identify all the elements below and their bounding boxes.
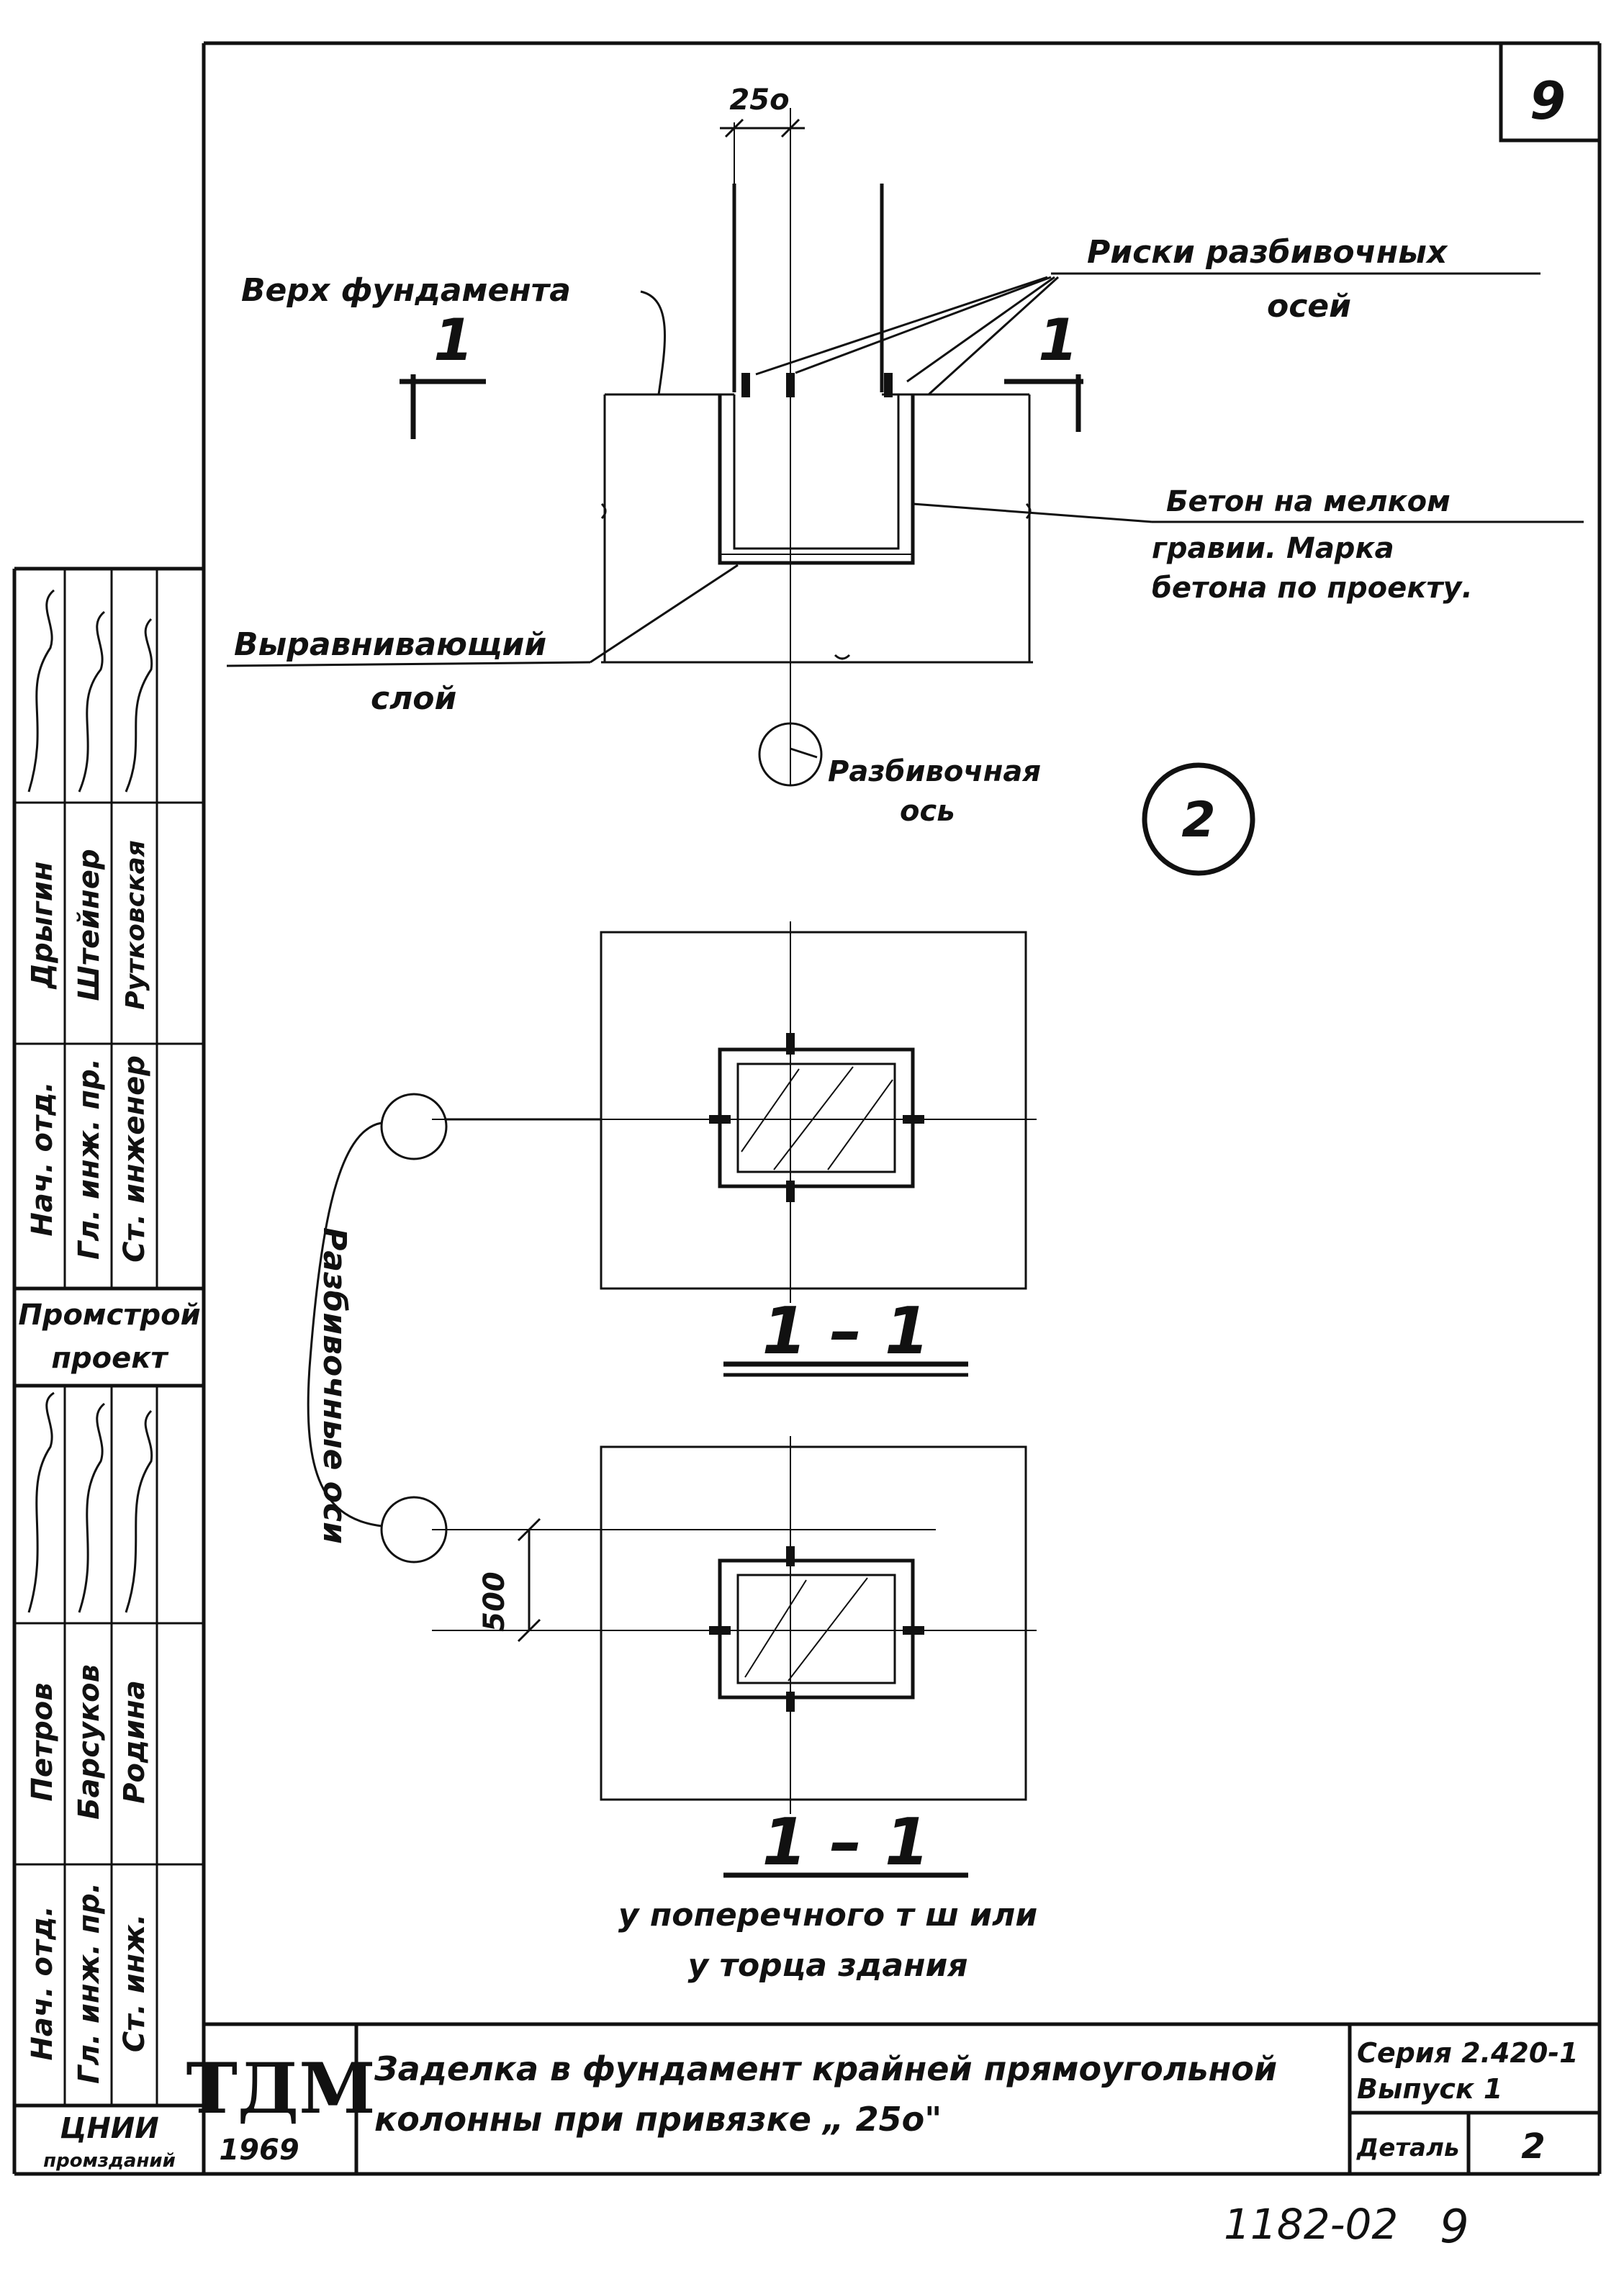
stamp-row1-role: Нач. отд. bbox=[26, 1081, 59, 1236]
stamp-org2-line2: промзданий bbox=[43, 2150, 176, 2172]
elevation-drawing bbox=[226, 108, 1584, 876]
stamp-row4-name: Петров bbox=[26, 1682, 59, 1801]
stamp-row5-name: Барсуков bbox=[73, 1664, 106, 1820]
stamp-row5-role: Гл. инж. пр. bbox=[73, 1882, 106, 2084]
bottom-code: 1182-02 bbox=[1224, 2200, 1398, 2249]
stamp-org2-line1: ЦНИИ bbox=[60, 2112, 159, 2145]
label-setting-out-axis-2: ось bbox=[900, 795, 955, 828]
stamp-row2-name: Штейнер bbox=[73, 849, 106, 1001]
left-stamp-frame bbox=[12, 567, 204, 2176]
title-block-frame bbox=[202, 2024, 1602, 2176]
dim-250-label: 25о bbox=[729, 84, 789, 117]
section-2-title: 1 – 1 bbox=[762, 1805, 930, 1880]
stamp-row4-role: Нач. отд. bbox=[26, 1905, 59, 2060]
label-setting-out-marks-1: Риски разбивочных bbox=[1087, 234, 1448, 271]
label-setting-out-axis-1: Разбивочная bbox=[828, 755, 1041, 788]
section-2-caption-2: у торца здания bbox=[687, 1947, 967, 1984]
stamp-row3-role: Ст. инженер bbox=[118, 1055, 151, 1263]
label-leveling-layer-1: Выравнивающий bbox=[234, 626, 546, 663]
drawing-title-2: колонны при привязке „ 25о" bbox=[374, 2100, 942, 2139]
dim-500-label: 500 bbox=[478, 1571, 511, 1632]
detail-label: Деталь bbox=[1356, 2134, 1459, 2162]
sheet-frame bbox=[202, 41, 1602, 2026]
axes-label: Разбивочные оси bbox=[316, 1227, 353, 1544]
bottom-sheet-number: 9 bbox=[1440, 2201, 1469, 2254]
section-mark-left: 1 bbox=[433, 307, 474, 374]
label-concrete-1: Бетон на мелком bbox=[1166, 485, 1451, 518]
stamp-row3-name: Рутковская bbox=[121, 840, 150, 1010]
label-leveling-layer-2: слой bbox=[371, 680, 456, 717]
title-year: 1969 bbox=[219, 2134, 299, 2167]
detail-value: 2 bbox=[1521, 2126, 1545, 2167]
plan-section-2 bbox=[380, 1436, 1037, 1814]
section-1-title: 1 – 1 bbox=[762, 1294, 930, 1369]
issue-label: Выпуск 1 bbox=[1357, 2073, 1502, 2105]
stamp-org1-line1: Промстрой bbox=[18, 1299, 200, 1332]
label-top-of-foundation: Верх фундамента bbox=[241, 272, 571, 309]
stamp-row1-name: Дрыгин bbox=[26, 862, 59, 990]
section-mark-right: 1 bbox=[1038, 307, 1078, 374]
logo-tdm: ТДМ bbox=[186, 2048, 375, 2129]
sheet-number: 9 bbox=[1530, 71, 1566, 131]
label-concrete-3: бетона по проекту. bbox=[1152, 572, 1473, 605]
stamp-row6-role: Ст. инж. bbox=[118, 1914, 151, 2052]
section-2-caption-1: у поперечного т ш или bbox=[618, 1897, 1037, 1933]
drawing-title-1: Заделка в фундамент крайней прямоугольно… bbox=[374, 2049, 1277, 2088]
stamp-row6-name: Родина bbox=[118, 1680, 151, 1804]
axes-connector bbox=[307, 1122, 382, 1527]
label-concrete-2: гравии. Марка bbox=[1152, 532, 1394, 565]
stamp-org1-line2: проект bbox=[51, 1342, 169, 1375]
label-setting-out-marks-2: осей bbox=[1267, 288, 1351, 325]
detail-circle-number: 2 bbox=[1181, 792, 1215, 849]
stamp-row2-role: Гл. инж. пр. bbox=[73, 1058, 106, 1260]
plan-section-1 bbox=[380, 921, 1037, 1303]
series-label: Серия 2.420-1 bbox=[1357, 2037, 1579, 2069]
